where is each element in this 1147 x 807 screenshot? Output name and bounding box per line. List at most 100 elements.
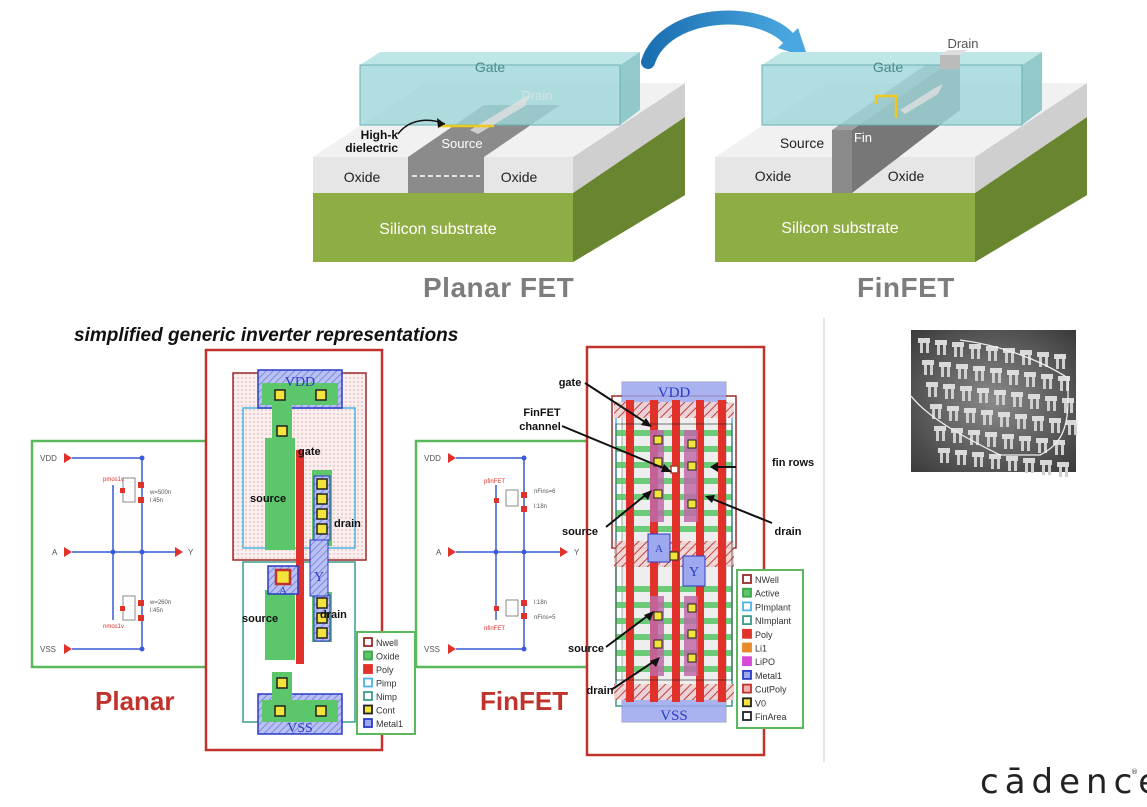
planar-legend-item-swatch — [363, 650, 373, 661]
planar-high-k-label-2: dielectric — [345, 141, 398, 155]
finfet-sch-a: A — [436, 548, 442, 557]
sem-fin-post — [1074, 425, 1077, 435]
sem-fin-post — [1064, 403, 1067, 413]
sem-fin — [952, 342, 964, 347]
sem-fin-post — [991, 459, 994, 469]
finfet-legend-item-label: NWell — [755, 575, 779, 585]
sem-fin-post — [968, 391, 971, 401]
sem-fin-post — [1047, 401, 1050, 411]
sem-fin-post — [1038, 443, 1041, 453]
planar-layout-source-top: source — [250, 493, 286, 505]
sem-fin — [1037, 352, 1049, 357]
finfet-sch-nfin: nfinFET — [484, 626, 505, 632]
sem-fin — [955, 450, 967, 455]
sem-fin-post — [943, 345, 946, 355]
sem-fin-post — [954, 347, 957, 357]
planar-legend-item-swatch — [363, 677, 373, 688]
planar-drain-label: Drain — [521, 88, 552, 103]
sem-fin — [972, 452, 984, 457]
sem-fin-post — [932, 409, 935, 419]
finfet-substrate-label: Silicon substrate — [781, 220, 898, 237]
planar-oxide-left-label: Oxide — [344, 169, 381, 185]
sem-fin-post — [1070, 403, 1073, 413]
sem-fin — [1002, 434, 1014, 439]
planar-layout-drain-top: drain — [334, 518, 361, 530]
sem-fin-post — [1049, 379, 1052, 389]
sem-fin-post — [1010, 439, 1013, 449]
planar-layout-drain-bottom: drain — [320, 609, 347, 621]
sem-fin-post — [974, 457, 977, 467]
sem-fin-post — [1044, 443, 1047, 453]
sem-fin-post — [1059, 467, 1062, 477]
finfet-layout-fin-rows: fin rows — [772, 457, 814, 469]
sem-fin-post — [946, 453, 949, 463]
sem-fin-post — [1031, 463, 1034, 473]
sem-fin-post — [988, 351, 991, 361]
finfet-legend-item-label: FinArea — [755, 712, 787, 722]
planar-substrate-label: Silicon substrate — [379, 221, 496, 238]
finfet-legend-item-label: PImplant — [755, 602, 791, 612]
sem-fin-post — [1014, 461, 1017, 471]
sem-fin-post — [972, 413, 975, 423]
sem-fin-post — [1005, 353, 1008, 363]
sem-fin-post — [985, 393, 988, 403]
sem-fin — [998, 412, 1010, 417]
transition-arrow — [641, 10, 808, 69]
sem-fin-post — [1000, 417, 1003, 427]
sem-fin-post — [1015, 375, 1018, 385]
finfet-layout-drain-top: drain — [775, 526, 802, 538]
fin-shape — [832, 130, 852, 193]
sem-fin-post — [1048, 465, 1051, 475]
sem-fin — [977, 388, 989, 393]
finfet-3d-device — [715, 50, 1087, 262]
sem-fin-post — [940, 453, 943, 463]
finfet-layout-vdd: VDD — [658, 385, 691, 401]
sem-fin — [968, 430, 980, 435]
planar-fet-title: Planar FET — [423, 272, 575, 303]
planar-legend-item-label: Nwell — [376, 638, 398, 648]
sem-fin — [947, 406, 959, 411]
sem-fin-post — [997, 459, 1000, 469]
finfet-legend-item-label: Poly — [755, 630, 773, 640]
sem-fin-post — [1009, 375, 1012, 385]
finfet-layout-title: FinFET — [480, 686, 569, 716]
planar-layout-source-bottom: source — [242, 613, 278, 625]
sem-fin-post — [1032, 377, 1035, 387]
planar-sch-pmos: pmos1v — [103, 477, 124, 483]
sem-fin-post — [1042, 465, 1045, 475]
finfet-legend: NWellActivePImplantNImplantPolyLi1LiPOMe… — [736, 569, 804, 729]
sem-fin — [985, 432, 997, 437]
sem-fin-post — [920, 343, 923, 353]
sem-fin — [1020, 350, 1032, 355]
sem-fin-post — [949, 411, 952, 421]
planar-sch-vdd: VDD — [40, 454, 57, 463]
finfet-legend-item-swatch — [742, 656, 752, 667]
planar-sch-nmos: nmos1v — [103, 624, 124, 630]
sem-fin-post — [1013, 397, 1016, 407]
finfet-layout-source-bottom: source — [568, 643, 604, 655]
finfet-legend-item-label: LiPO — [755, 657, 775, 667]
planar-legend-item-label: Cont — [376, 706, 396, 716]
planar-layout-title: Planar — [95, 686, 175, 716]
sem-fin-post — [1060, 381, 1063, 391]
cadence-logo: cādence — [980, 762, 1147, 802]
planar-sch-y: Y — [188, 548, 194, 557]
finfet-layout-channel-2: channel — [519, 421, 561, 433]
sem-fin — [930, 404, 942, 409]
sem-fin-post — [955, 411, 958, 421]
finfet-layout-pin-a: A — [655, 543, 663, 555]
planar-layout: VDD VSS gate source drain source drain A… — [204, 348, 384, 752]
finfet-legend-item-swatch — [742, 670, 752, 680]
sem-fin — [1066, 420, 1078, 425]
finfet-layout-channel-1: FinFET — [523, 407, 561, 419]
sem-fin-post — [1019, 397, 1022, 407]
finfet-layout-source-top: source — [562, 526, 598, 538]
sem-fin-post — [951, 389, 954, 399]
planar-layout-vdd: VDD — [285, 375, 315, 390]
sem-fin-post — [938, 409, 941, 419]
sem-fin-post — [976, 435, 979, 445]
planar-layout-pin-a: A — [279, 585, 287, 597]
finfet-legend-item-swatch — [742, 574, 752, 584]
finfet-legend-item-swatch — [742, 615, 752, 625]
